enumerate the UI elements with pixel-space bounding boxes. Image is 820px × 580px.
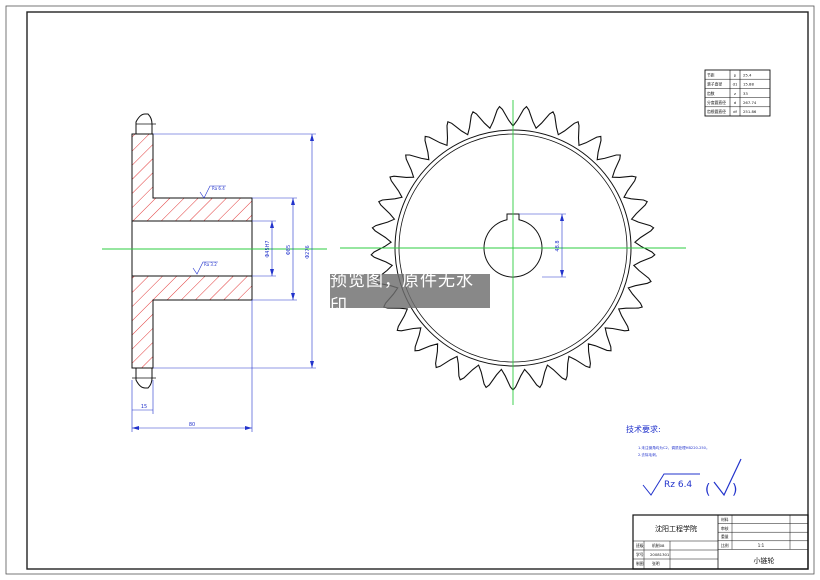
sheet-outer-border [5, 5, 815, 575]
title-label-material: 材料 [721, 517, 729, 522]
tech-requirement-1: 1.未注倒角均为C2，调质处理HB220-250。 [638, 445, 710, 450]
param-value-3: 267.74 [743, 100, 757, 105]
param-symbol-2: z [734, 91, 736, 96]
title-value-student-no: 20081301 [650, 552, 670, 557]
param-symbol-3: d [734, 100, 737, 105]
dim-bore-diameter: Φ45H7 [265, 240, 271, 257]
title-label-scale: 比例 [721, 543, 729, 548]
roughness-note-paren-open: ( [705, 482, 710, 498]
param-symbol-4: df [733, 109, 737, 114]
roughness-bore: Ra 3.2 [204, 262, 217, 267]
tech-requirements-title: 技术要求: [626, 424, 661, 434]
tooth-tip-top [135, 113, 153, 134]
section-bore [131, 220, 253, 277]
dim-rim-width: 15 [141, 404, 147, 410]
check-mark-icon [713, 458, 742, 497]
param-value-1: 15.88 [743, 82, 754, 87]
roughness-hub-top: Ra 6.4 [212, 186, 225, 191]
bore-with-keyway [483, 213, 543, 278]
param-symbol-0: p [734, 72, 737, 77]
tooth-tip-bottom [135, 368, 153, 389]
section-view: Φ276 Φ85 Φ45H7 15 80 Ra 6.4 Ra 3.2 [102, 113, 327, 432]
title-label-class: 班级 [636, 543, 644, 548]
roughness-note-symbol: Rz 6.4 [664, 480, 692, 490]
param-name-4: 齿根圆直径 [707, 109, 726, 114]
param-value-0: 25.4 [743, 72, 752, 77]
param-name-0: 节距 [707, 72, 715, 77]
param-name-3: 分度圆直径 [707, 100, 726, 105]
dim-hub-diameter: Φ85 [286, 245, 292, 255]
title-label-weight: 重量 [721, 534, 729, 539]
param-value-2: 33 [743, 91, 748, 96]
param-symbol-1: d1 [733, 82, 738, 87]
dim-outer-diameter: Φ276 [305, 245, 311, 258]
title-value-class: 机制08 [652, 543, 665, 548]
roughness-note: Rz 6.4 ( ) [642, 458, 742, 498]
tech-requirements: 技术要求: 1.未注倒角均为C2，调质处理HB220-250。 2.去除毛刺。 [626, 424, 710, 457]
title-school: 沈阳工程学院 [655, 524, 697, 533]
sprocket-front-view: 48.8 [340, 100, 686, 405]
title-value-drawer: 张明 [652, 561, 660, 566]
parameter-table: 节距 p 25.4 滚子直径 d1 15.88 齿数 z 33 分度圆直径 d 267.74 齿根圆直径… [704, 69, 771, 117]
keyway-dimension: 48.8 [555, 240, 561, 251]
title-label-check: 审核 [721, 526, 729, 531]
param-name-2: 齿数 [707, 91, 715, 96]
param-name-1: 滚子直径 [707, 82, 722, 87]
title-label-student-no: 学号 [636, 552, 644, 557]
section-hatch-upper [131, 133, 253, 222]
roughness-note-paren-close: ) [732, 482, 737, 498]
title-block: 沈阳工程学院 班级 机制08 学号 20081301 制图 张明 材料 审核 重… [632, 514, 809, 570]
title-label-drawer: 制图 [636, 561, 644, 566]
tech-requirement-2: 2.去除毛刺。 [638, 452, 659, 457]
sheet-inner-border [26, 11, 809, 570]
title-part-name: 小链轮 [754, 556, 775, 565]
section-hatch-lower [131, 275, 253, 369]
param-value-4: 251.86 [743, 109, 757, 114]
title-scale-value: 1:1 [758, 543, 765, 548]
dim-total-length: 80 [189, 422, 195, 428]
watermark: 预览图，原件无水印 [330, 271, 490, 316]
